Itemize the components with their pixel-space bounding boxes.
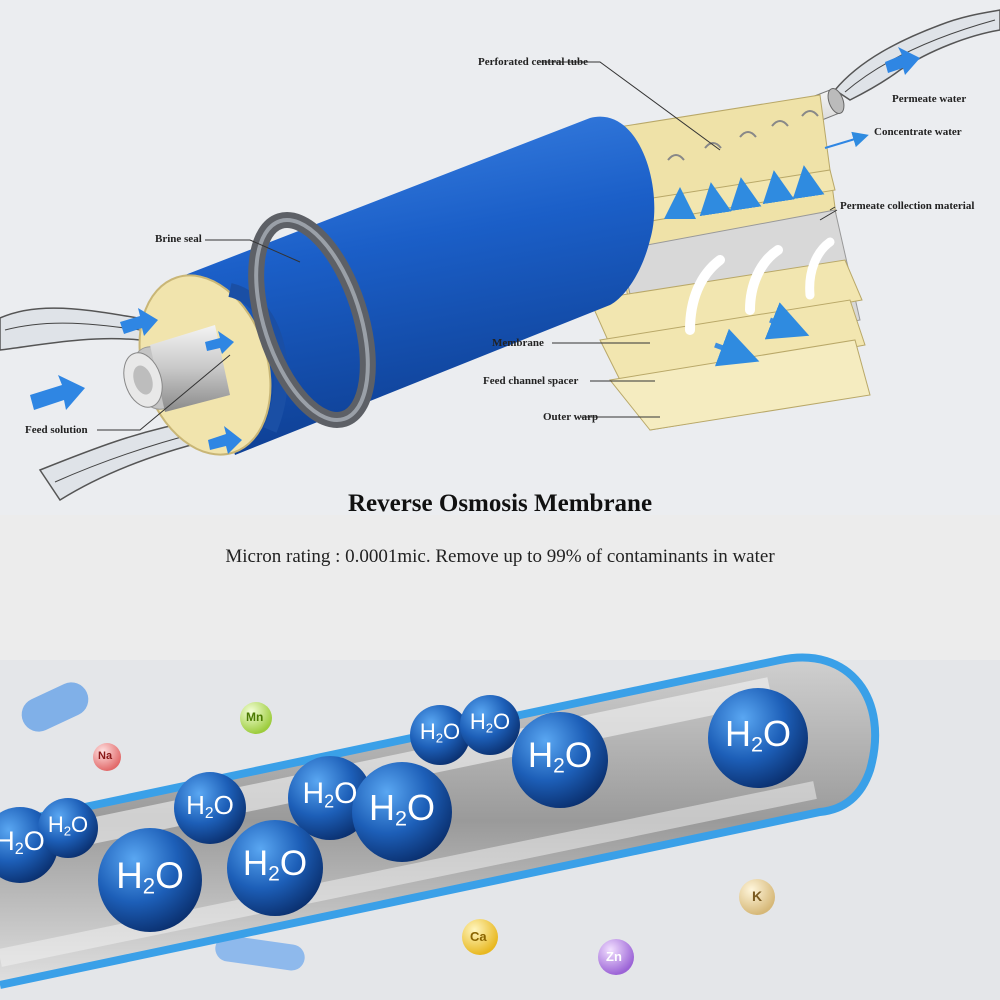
h2o-label: H2O bbox=[302, 779, 358, 811]
diagram-subtitle: Micron rating : 0.0001mic. Remove up to … bbox=[225, 546, 775, 567]
h2o-label: H2O bbox=[527, 738, 593, 777]
mineral-mn bbox=[240, 702, 272, 734]
h2o-label: H2O bbox=[0, 828, 45, 858]
h2o-label: H2O bbox=[724, 715, 792, 755]
h2o-molecule bbox=[410, 705, 470, 765]
h2o-molecule bbox=[352, 762, 452, 862]
h2o-molecule bbox=[460, 695, 520, 755]
spiral-leaves bbox=[589, 94, 871, 431]
h2o-label: H2O bbox=[47, 814, 89, 838]
h2o-label: H2O bbox=[242, 846, 308, 885]
label-brine-seal: Brine seal bbox=[155, 233, 202, 245]
h2o-molecule bbox=[98, 828, 202, 932]
diagram-title: Reverse Osmosis Membrane bbox=[347, 490, 653, 517]
h2o-molecule bbox=[227, 820, 323, 916]
label-feed-spacer: Feed channel spacer bbox=[483, 375, 579, 387]
mineral-k-label: K bbox=[752, 888, 763, 904]
mineral-ca-label: Ca bbox=[470, 929, 487, 944]
h2o-label: H2O bbox=[116, 857, 184, 898]
label-perforated-tube: Perforated central tube bbox=[478, 56, 588, 68]
h2o-label: H2O bbox=[186, 791, 234, 822]
membrane-housing bbox=[185, 116, 655, 455]
mineral-zn bbox=[598, 939, 634, 975]
h2o-molecule bbox=[38, 798, 98, 858]
mineral-ca bbox=[462, 919, 498, 955]
label-outer-warp: Outer warp bbox=[543, 411, 599, 423]
h2o-molecule bbox=[288, 756, 372, 840]
h2o-label: H2O bbox=[419, 721, 461, 745]
label-concentrate-water: Concentrate water bbox=[874, 126, 962, 138]
label-membrane: Membrane bbox=[492, 337, 544, 349]
minerals bbox=[93, 702, 775, 975]
h2o-label: H2O bbox=[368, 789, 436, 829]
top-diagram bbox=[0, 9, 1000, 502]
h2o-molecule bbox=[708, 688, 808, 788]
h2o-molecule bbox=[512, 712, 608, 808]
h2o-molecule bbox=[174, 772, 246, 844]
mineral-na bbox=[93, 743, 121, 771]
mineral-mn-label: Mn bbox=[246, 710, 264, 724]
mineral-zn-label: Zn bbox=[606, 949, 622, 964]
permeate-water-stream bbox=[833, 9, 1000, 101]
label-feed-solution: Feed solution bbox=[25, 424, 88, 436]
mineral-na-label: Na bbox=[98, 750, 113, 762]
label-permeate-collection: Permeate collection material bbox=[840, 200, 975, 212]
h2o-label: H2O bbox=[469, 711, 511, 735]
mineral-k bbox=[739, 879, 775, 915]
label-permeate-water: Permeate water bbox=[892, 93, 967, 105]
water-molecules bbox=[0, 688, 808, 932]
